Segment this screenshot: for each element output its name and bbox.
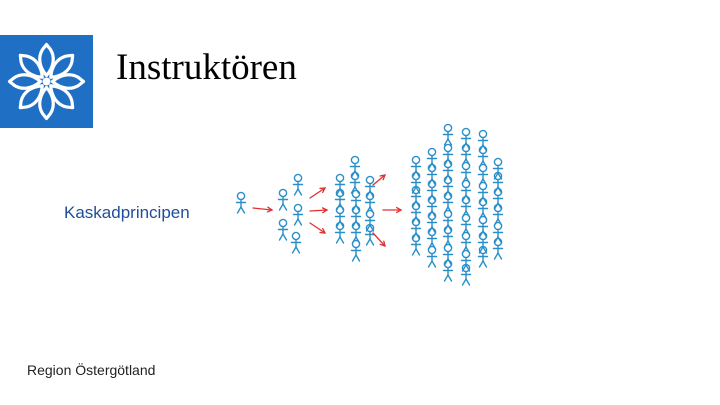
slide-title: Instruktören bbox=[116, 47, 297, 88]
stick-figure-icon bbox=[426, 245, 438, 268]
red-arrow-icon bbox=[372, 174, 387, 186]
stick-figure-icon bbox=[442, 123, 454, 146]
stick-figure-icon bbox=[442, 191, 454, 214]
cascade-illustration bbox=[235, 123, 504, 286]
stick-figure-icon bbox=[364, 223, 376, 246]
stick-figure-icon bbox=[477, 245, 489, 268]
stick-figure-icon bbox=[492, 237, 504, 260]
stick-figure-icon bbox=[460, 213, 472, 236]
cornflower-emblem-icon bbox=[7, 42, 86, 121]
stick-figure-icon bbox=[277, 188, 289, 211]
stick-figure-icon bbox=[292, 173, 304, 196]
stick-figure-icon bbox=[290, 231, 302, 254]
region-logo bbox=[0, 35, 93, 128]
stick-figure-icon bbox=[410, 233, 422, 256]
stick-figure-icon bbox=[277, 218, 289, 241]
slide-subtitle: Kaskadprincipen bbox=[64, 203, 190, 222]
red-arrow-icon bbox=[252, 206, 274, 213]
stick-figure-icon bbox=[460, 263, 472, 286]
red-arrow-icon bbox=[309, 222, 327, 234]
stick-figure-icon bbox=[442, 243, 454, 266]
footer-organization: Region Östergötland bbox=[27, 362, 156, 378]
stick-figure-icon bbox=[349, 171, 361, 194]
stick-figure-icon bbox=[350, 239, 362, 262]
red-arrow-icon bbox=[382, 206, 403, 214]
stick-figure-icon bbox=[334, 221, 346, 244]
red-arrow-icon bbox=[309, 207, 329, 214]
red-arrow-icon bbox=[309, 187, 327, 199]
stick-figure-icon bbox=[292, 203, 304, 226]
stick-figure-icon bbox=[460, 195, 472, 218]
stick-figure-icon bbox=[442, 259, 454, 282]
red-arrow-icon bbox=[372, 232, 386, 247]
stick-figure-icon bbox=[235, 191, 247, 214]
